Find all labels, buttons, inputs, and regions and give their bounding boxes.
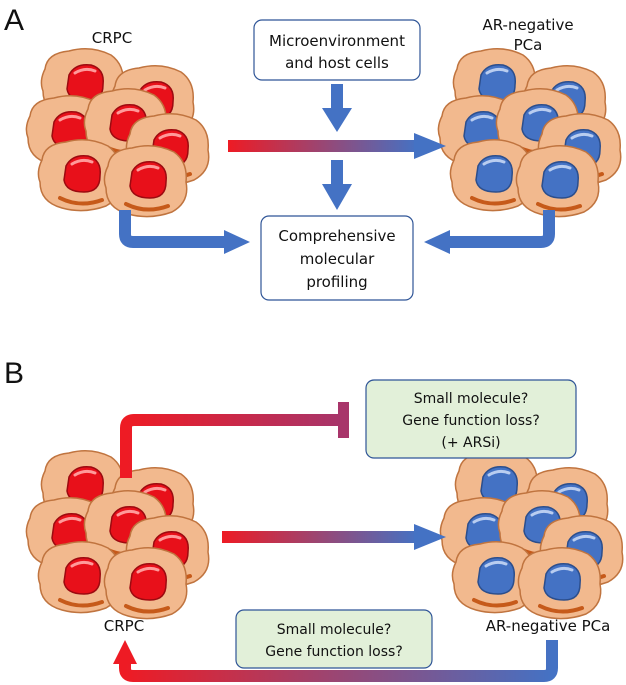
panel-b-upper-box-line2: Gene function loss? bbox=[402, 413, 540, 429]
panel-b-upper-candidate-box bbox=[365, 379, 577, 459]
panel-a-profiling-line2: molecular bbox=[300, 250, 375, 268]
panel-a-transition-arrow bbox=[228, 133, 446, 159]
panel-a-ar-negative-label-line2: PCa bbox=[514, 36, 543, 54]
panel-b-crpc-cell-cluster bbox=[26, 451, 208, 619]
panel-a-profiling-line3: profiling bbox=[306, 273, 367, 291]
panel-b-reversion-arrow bbox=[113, 640, 558, 682]
panel-b-crpc-label: CRPC bbox=[104, 617, 144, 635]
panel-a-letter: A bbox=[4, 4, 24, 37]
panel-a-ar-negative-to-profiling-arrow bbox=[424, 210, 555, 254]
panel-a-down-arrow-lower bbox=[322, 160, 352, 210]
panel-a-down-arrow-upper bbox=[322, 84, 352, 132]
panel-b-ar-negative-cell-cluster bbox=[440, 451, 622, 619]
panel-a-crpc-label: CRPC bbox=[92, 29, 132, 47]
panel-b-inhibition-arrow bbox=[120, 402, 349, 478]
panel-a-microenvironment-box bbox=[253, 19, 421, 81]
panel-a-profiling-line1: Comprehensive bbox=[278, 227, 395, 245]
panel-b-upper-box-line1: Small molecule? bbox=[414, 391, 529, 407]
panel-b-transition-arrow bbox=[222, 524, 446, 550]
panel-a-microenvironment-line1: Microenvironment bbox=[269, 32, 405, 50]
panel-b-letter: B bbox=[4, 357, 24, 390]
panel-b-ar-negative-label: AR-negative PCa bbox=[486, 617, 611, 635]
panel-b-lower-box-line2: Gene function loss? bbox=[265, 644, 403, 660]
panel-a-ar-negative-label-line1: AR-negative bbox=[482, 16, 573, 34]
panel-a-microenvironment-line2: and host cells bbox=[285, 54, 389, 72]
panel-b-lower-candidate-box bbox=[235, 609, 433, 669]
panel-b-lower-box-line1: Small molecule? bbox=[277, 622, 392, 638]
panel-a-crpc-to-profiling-arrow bbox=[119, 210, 250, 254]
panel-a-profiling-box bbox=[260, 215, 414, 301]
panel-a-crpc-cell-cluster bbox=[26, 49, 208, 217]
panel-b-upper-box-line3: (+ ARSi) bbox=[441, 435, 500, 451]
panel-a-ar-negative-cell-cluster bbox=[438, 49, 620, 217]
